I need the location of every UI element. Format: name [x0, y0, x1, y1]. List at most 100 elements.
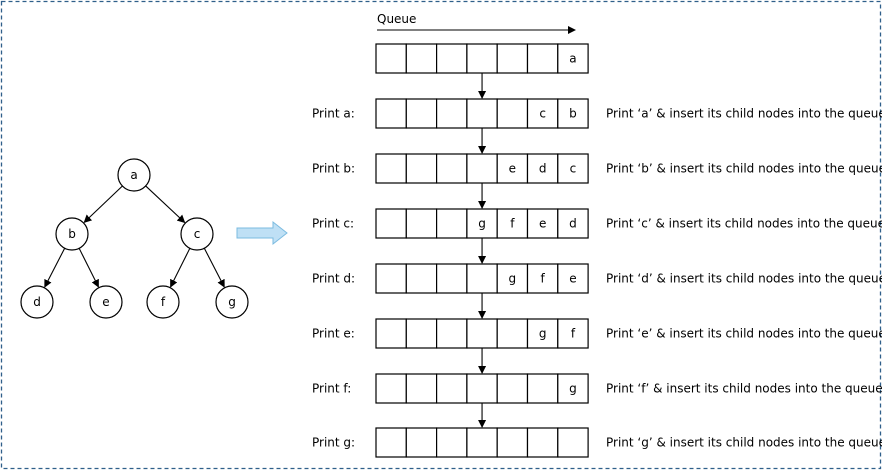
queue-cell-value: d	[569, 217, 577, 231]
queue-cell-value: g	[478, 217, 486, 231]
queue-cell	[405, 263, 438, 294]
queue-cell	[436, 427, 468, 458]
queue-cell	[375, 98, 407, 129]
queue-cell	[496, 427, 529, 458]
tree-node-label: g	[228, 295, 236, 309]
queue-cell	[466, 208, 498, 239]
queue-cell	[436, 208, 468, 239]
queue-cell	[466, 373, 498, 404]
queue-cell	[557, 373, 589, 404]
queue-cell	[375, 263, 407, 294]
tree-node-g: g	[215, 285, 249, 319]
tree-node-label: e	[102, 295, 109, 309]
queue-cell	[405, 43, 438, 74]
queue-cell-value: f	[571, 327, 576, 341]
binary-tree: a b c d e f g	[20, 158, 249, 319]
queue-row: Print f: g Print ‘f’ & insert its child no…	[312, 373, 882, 404]
step-description: Print ‘c’ & insert its child nodes into …	[606, 217, 882, 231]
tree-node-d: d	[20, 285, 54, 319]
queue-cell-value: g	[569, 382, 577, 396]
queue-cell-value: a	[569, 52, 576, 66]
queue-cell	[526, 263, 559, 294]
step-label: Print a:	[312, 107, 355, 121]
tree-node-e: e	[89, 285, 123, 319]
queue-label: Queue	[377, 12, 416, 26]
tree-edge-c-f	[170, 248, 191, 288]
queue-row: a	[375, 43, 589, 74]
queue-cell-value: c	[539, 107, 546, 121]
queue-cell	[526, 208, 559, 239]
queue-cell	[557, 263, 589, 294]
queue-cell	[436, 153, 468, 184]
tree-node-c: c	[180, 217, 214, 251]
tree-edge-a-b	[83, 185, 123, 223]
queue-cell	[557, 98, 589, 129]
step-label: Print g:	[312, 436, 355, 450]
queue-cell	[496, 373, 529, 404]
queue-cell	[375, 153, 407, 184]
step-description: Print ‘g’ & insert its child nodes into …	[606, 436, 882, 450]
queue-cell	[496, 98, 529, 129]
queue-cell	[496, 153, 529, 184]
queue-cell	[375, 208, 407, 239]
step-label: Print d:	[312, 272, 355, 286]
queue-cell	[375, 43, 407, 74]
queue-cell	[526, 98, 559, 129]
tree-node-b: b	[55, 217, 89, 251]
queue-cell	[496, 318, 529, 349]
tree-node-a: a	[117, 158, 151, 192]
queue-cell-value: e	[569, 272, 576, 286]
queue-cell	[436, 98, 468, 129]
step-description: Print ‘e’ & insert its child nodes into …	[606, 327, 882, 341]
tree-edge-c-g	[203, 247, 225, 288]
tree-edge-b-d	[44, 247, 66, 288]
tree-node-label: a	[130, 168, 137, 182]
queue-cell	[405, 318, 438, 349]
queue-cell	[526, 373, 559, 404]
queue-cell	[436, 263, 468, 294]
queue-cell	[496, 208, 529, 239]
queue-cell-value: f	[541, 272, 546, 286]
queue-cell	[466, 98, 498, 129]
queue-cell	[436, 43, 468, 74]
queue-cell	[557, 318, 589, 349]
tree-node-label: b	[68, 227, 76, 241]
queue-cell	[526, 43, 559, 74]
queue-cell-value: b	[569, 107, 577, 121]
step-label: Print e:	[312, 327, 355, 341]
queue-cell-value: g	[509, 272, 517, 286]
tree-node-label: f	[161, 295, 166, 309]
step-label: Print b:	[312, 162, 355, 176]
step-description: Print ‘f’ & insert its child nodes into …	[606, 382, 882, 396]
queue-cell	[466, 43, 498, 74]
queue-row: Print g: Print ‘g’ & insert its child nod…	[312, 427, 882, 458]
queue-cell	[466, 153, 498, 184]
queue-cell-value: e	[509, 162, 516, 176]
queue-cell-value: c	[570, 162, 577, 176]
transition-arrow-icon	[236, 220, 288, 246]
queue-cell	[375, 318, 407, 349]
queue-cell	[375, 427, 407, 458]
queue-cell	[405, 153, 438, 184]
step-label: Print f:	[312, 382, 351, 396]
queue-cell	[526, 427, 559, 458]
queue-cell	[526, 318, 559, 349]
queue-cell	[466, 263, 498, 294]
queue-cell	[557, 43, 589, 74]
tree-node-label: c	[194, 227, 201, 241]
tree-edge-b-e	[78, 248, 99, 288]
queue-cell	[557, 153, 589, 184]
queue-cell	[405, 208, 438, 239]
queue-cell	[466, 427, 498, 458]
queue-cell	[375, 373, 407, 404]
queue-cell	[557, 427, 589, 458]
queue-cell	[405, 98, 438, 129]
tree-node-label: d	[33, 295, 41, 309]
queue-cell-value: d	[539, 162, 547, 176]
